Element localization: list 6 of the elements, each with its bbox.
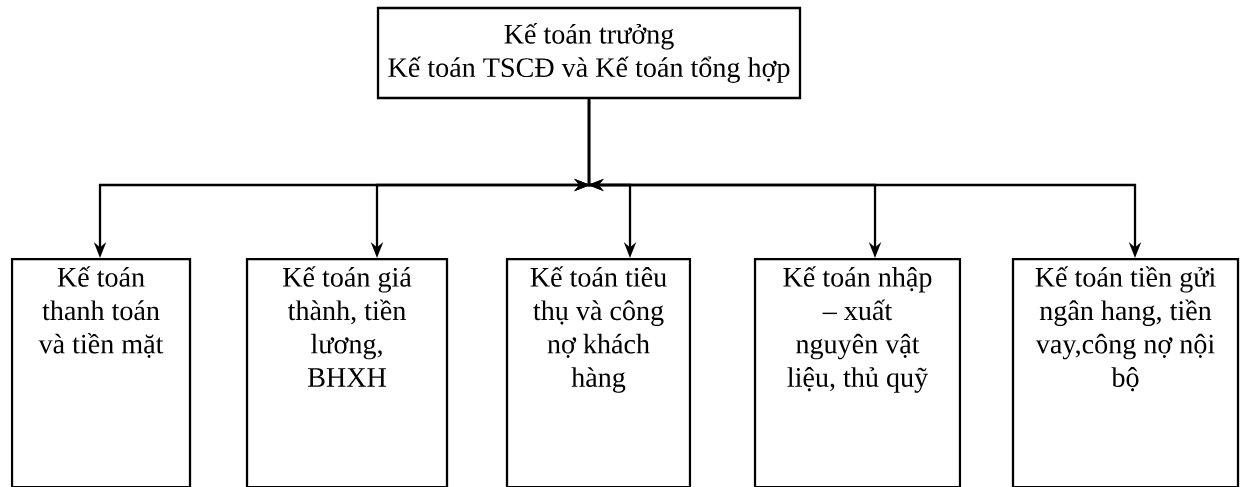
- role-box: Kế toán tiêu thụ và công nợ khách hàng: [505, 258, 692, 487]
- title-box: Kế toán trưởng Kế toán TSCĐ và Kế toán tổng hợp: [376, 6, 802, 100]
- role-box: Kế toán nhập – xuất nguyên vật liệu, thủ quỹ: [753, 258, 962, 487]
- role-box: Kế toán tiền gửi ngân hang, tiền vay,công nợ nội bộ: [1011, 258, 1240, 487]
- role-box: Kế toán giá thành, tiền lương, BHXH: [245, 258, 449, 487]
- role-box: Kế toán thanh toán và tiền mặt: [10, 258, 192, 487]
